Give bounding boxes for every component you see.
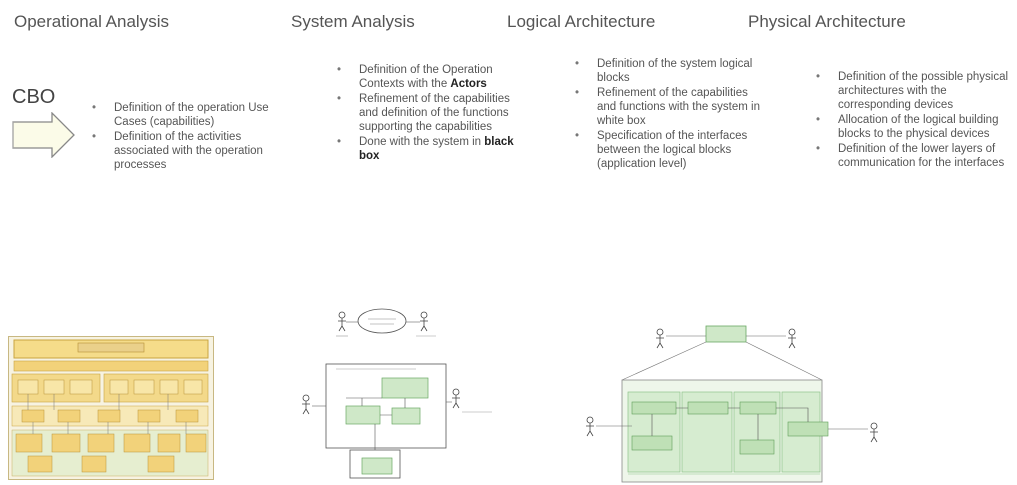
logical-architecture-diagram-thumbnail: [586, 325, 878, 483]
actor-stick-figure-icon: [338, 311, 346, 332]
operational-bullet-list: Definition of the operation Use Cases (c…: [88, 101, 278, 173]
list-item: Definition of the Operation Contexts wit…: [333, 63, 528, 91]
operational-analysis-diagram-thumbnail: [8, 336, 214, 480]
list-item: Definition of the lower layers of commun…: [812, 142, 1012, 170]
logical-bullet-list: Definition of the system logical blocks …: [571, 57, 766, 172]
list-item: Refinement of the capabilities and funct…: [571, 86, 766, 128]
list-item: Specification of the interfaces between …: [571, 129, 766, 171]
list-item: Definition of the activities associated …: [88, 130, 278, 172]
list-item: Definition of the system logical blocks: [571, 57, 766, 85]
header-logical-architecture: Logical Architecture: [507, 12, 656, 31]
bullet-text: Definition of the Operation Contexts wit…: [359, 64, 493, 90]
bullet-text: Done with the system in: [359, 136, 485, 148]
header-operational-analysis: Operational Analysis: [14, 12, 169, 31]
list-item: Definition of the operation Use Cases (c…: [88, 101, 278, 129]
header-system-analysis: System Analysis: [291, 12, 415, 31]
system-analysis-diagram-thumbnail: [302, 308, 492, 479]
list-item: Allocation of the logical building block…: [812, 113, 1012, 141]
bullet-bold-text: Actors: [450, 78, 487, 90]
physical-bullet-list: Definition of the possible physical arch…: [812, 70, 1012, 171]
bullet-bold-text: black box: [359, 136, 514, 162]
cbo-label: CBO: [12, 86, 56, 108]
list-item: Done with the system in black box: [333, 135, 528, 163]
arrow-right-outline-icon: [12, 112, 75, 158]
list-item: Definition of the possible physical arch…: [812, 70, 1012, 112]
list-item: Refinement of the capabilities and defin…: [333, 92, 528, 134]
system-bullet-list: Definition of the Operation Contexts wit…: [333, 63, 528, 164]
header-physical-architecture: Physical Architecture: [748, 12, 906, 31]
